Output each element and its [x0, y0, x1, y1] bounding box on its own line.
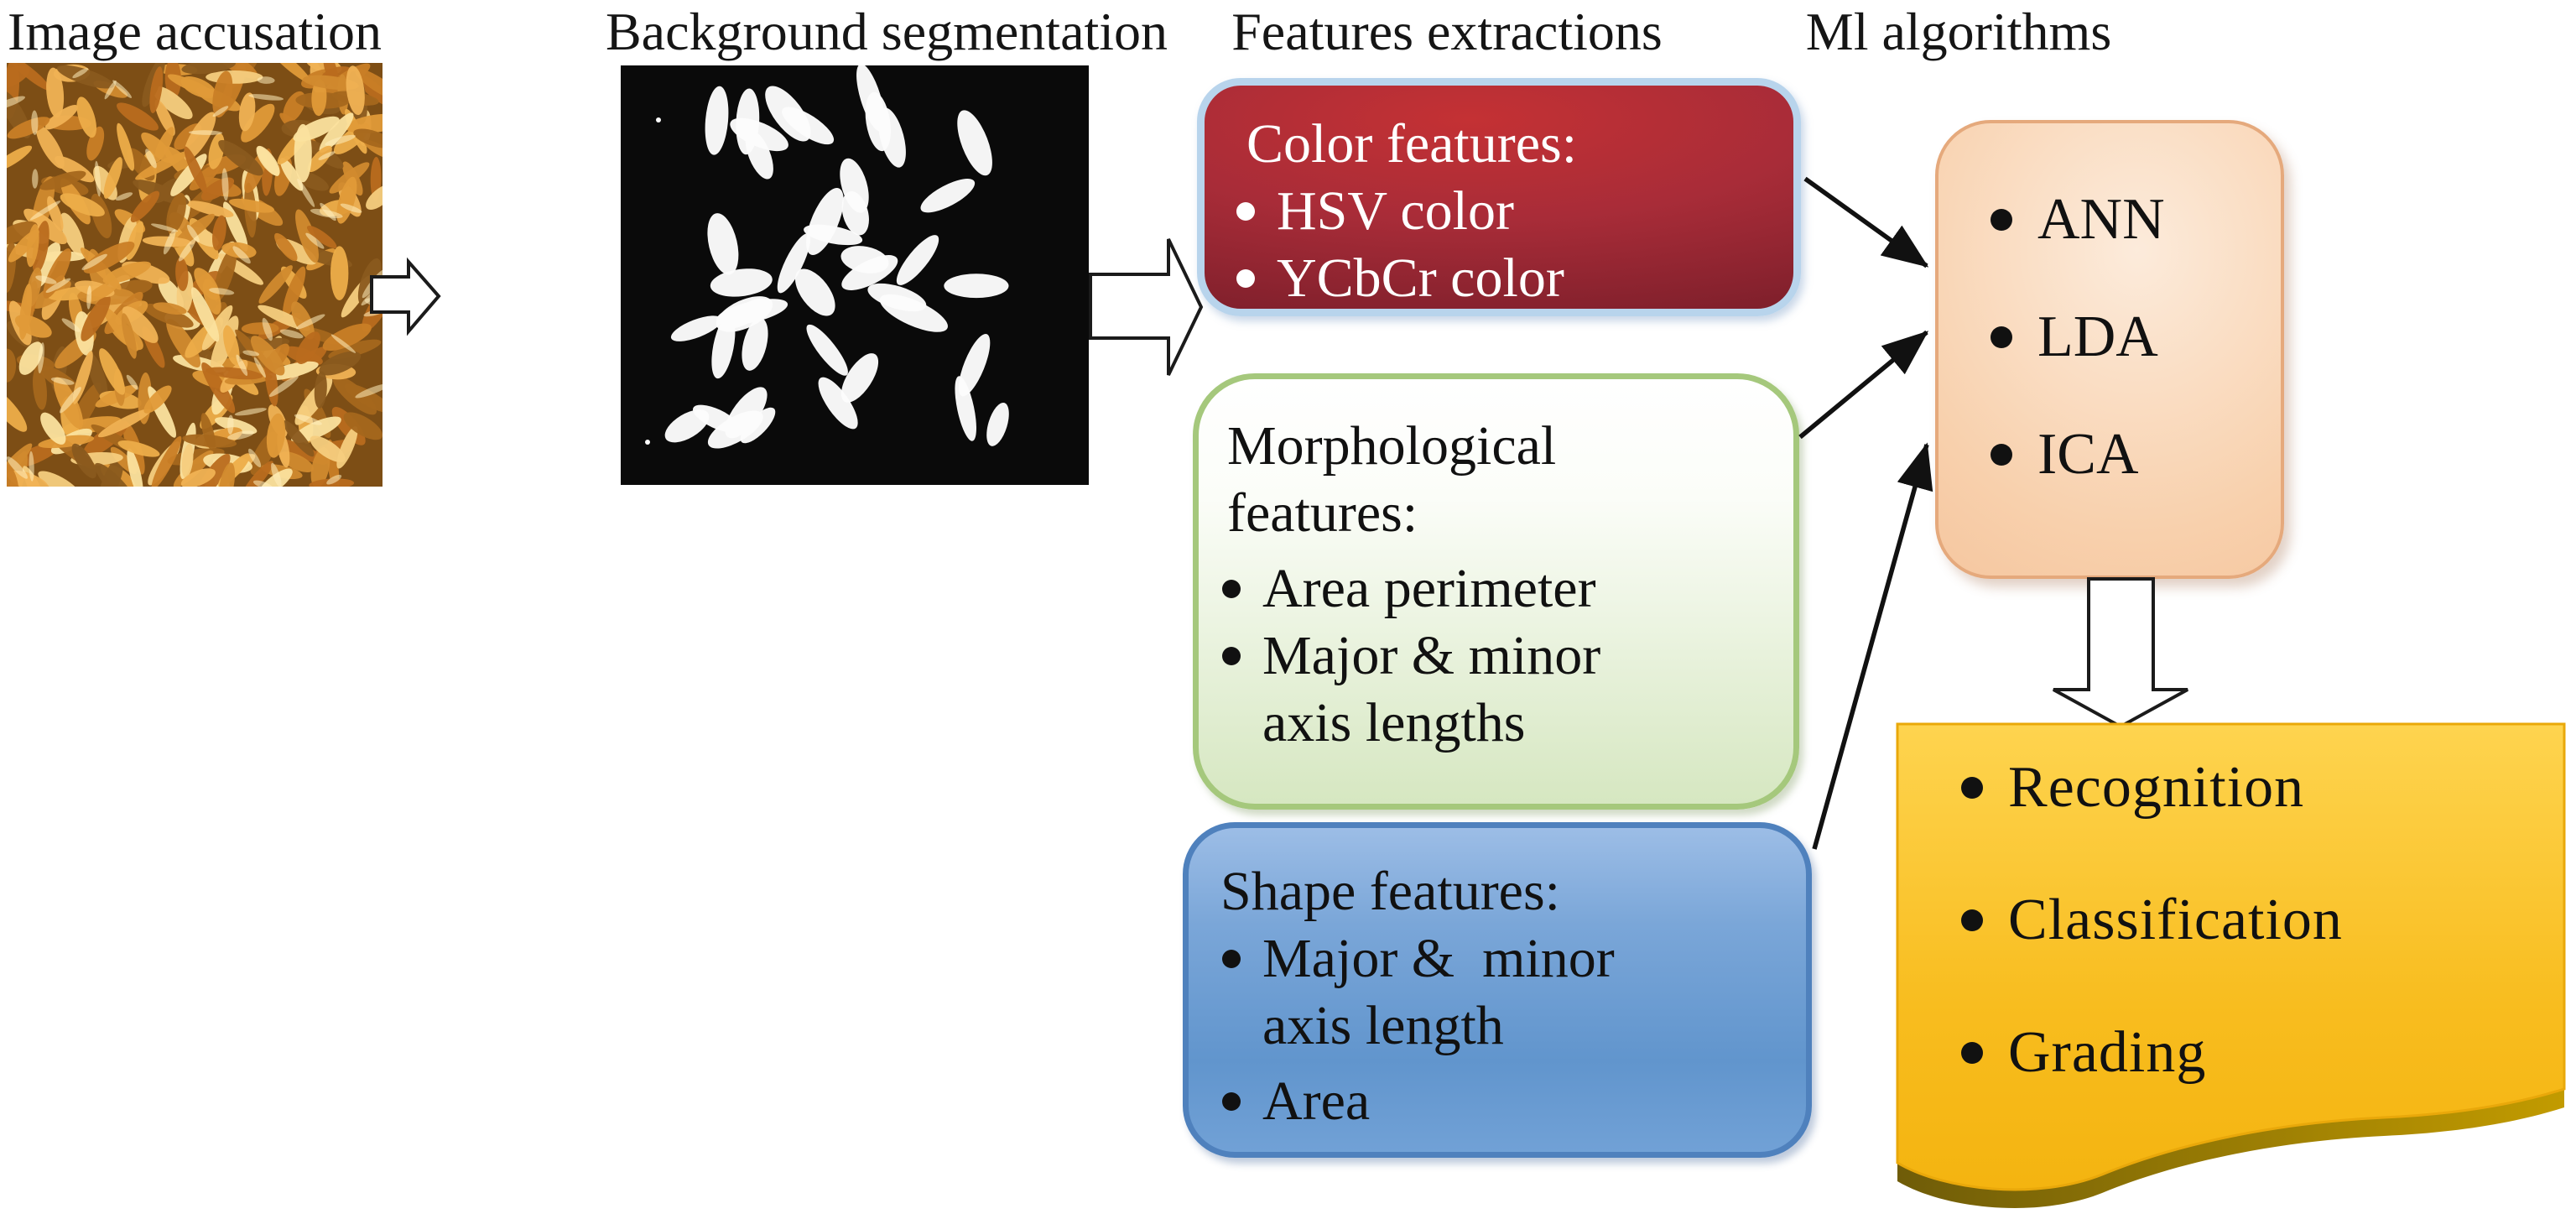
- item-line: ANN: [2037, 187, 2165, 252]
- bullet-icon: [1961, 1042, 1983, 1064]
- list-item: Area: [1220, 1068, 1794, 1135]
- title-line: Shape features:: [1220, 861, 1560, 922]
- list-item: HSV color: [1235, 178, 1778, 245]
- list-item: ICA: [1991, 425, 2281, 484]
- bullet-list: ANN LDA ICA: [1991, 190, 2281, 484]
- item-lines: LDA: [2037, 308, 2158, 367]
- bullet-icon: [1222, 1092, 1241, 1111]
- title-line: Morphological: [1227, 415, 1557, 477]
- bullet-icon: [1961, 777, 1983, 799]
- block-arrow-down-icon: [2053, 577, 2188, 729]
- block-arrow-right-icon: [1089, 238, 1204, 376]
- title-line: Color features:: [1246, 113, 1578, 175]
- item-line: Classification: [2008, 888, 2343, 952]
- item-lines: Grading: [2008, 1023, 2206, 1083]
- list-item: YCbCr color: [1235, 245, 1778, 312]
- item-line: axis length: [1262, 995, 1504, 1056]
- bullet-icon: [1236, 202, 1255, 221]
- bullet-icon: [1236, 269, 1255, 288]
- header-image-acquisition: Image accusation: [8, 2, 382, 61]
- list-item: LDA: [1991, 308, 2281, 367]
- item-line: Area perimeter: [1262, 558, 1596, 619]
- bullet-icon: [1222, 580, 1241, 598]
- item-line: LDA: [2037, 305, 2158, 369]
- item-line: ICA: [2037, 422, 2139, 487]
- bullet-icon: [1222, 950, 1241, 968]
- item-lines: Area perimeter: [1262, 555, 1596, 623]
- item-lines: YCbCr color: [1277, 245, 1564, 312]
- ml-algorithms-box: ANN LDA ICA: [1935, 120, 2284, 579]
- item-line: axis lengths: [1262, 692, 1526, 753]
- item-line: Major & minor: [1262, 928, 1615, 989]
- box-title: Color features:: [1246, 111, 1778, 178]
- item-line: Area: [1262, 1071, 1371, 1132]
- item-lines: Classification: [2008, 890, 2343, 951]
- header-ml-algorithms: Ml algorithms: [1805, 2, 2112, 61]
- rice-grains-photo: [7, 63, 382, 487]
- connector-color-to-ml: [1803, 176, 1929, 268]
- bullet-icon: [1991, 326, 2012, 348]
- bullet-icon: [1222, 647, 1241, 665]
- list-item: Grading: [1961, 1023, 2564, 1083]
- list-item: Area perimeter: [1220, 555, 1782, 623]
- box-title: Shape features:: [1220, 858, 1794, 925]
- segmented-binary-image: [621, 65, 1089, 485]
- list-item: Classification: [1961, 890, 2564, 951]
- item-line: Recognition: [2008, 755, 2305, 820]
- bullet-icon: [1961, 909, 1983, 931]
- bullet-icon: [1991, 444, 2012, 466]
- item-line: YCbCr color: [1277, 247, 1564, 309]
- header-features-extraction: Features extractions: [1231, 2, 1663, 61]
- item-line: HSV color: [1277, 180, 1514, 242]
- item-line: Grading: [2008, 1020, 2207, 1085]
- header-background-segmentation: Background segmentation: [605, 2, 1168, 61]
- item-lines: HSV color: [1277, 178, 1514, 245]
- title-line: features:: [1227, 482, 1418, 544]
- item-line: Major & minor: [1262, 625, 1601, 686]
- connector-morph-to-ml: [1798, 330, 1929, 440]
- item-lines: ICA: [2037, 425, 2139, 484]
- item-lines: Recognition: [2008, 758, 2304, 818]
- bullet-icon: [1991, 209, 2012, 231]
- list-item: ANN: [1991, 190, 2281, 249]
- list-item: Recognition: [1961, 758, 2564, 818]
- item-lines: Area: [1262, 1068, 1370, 1135]
- item-lines: ANN: [2037, 190, 2165, 249]
